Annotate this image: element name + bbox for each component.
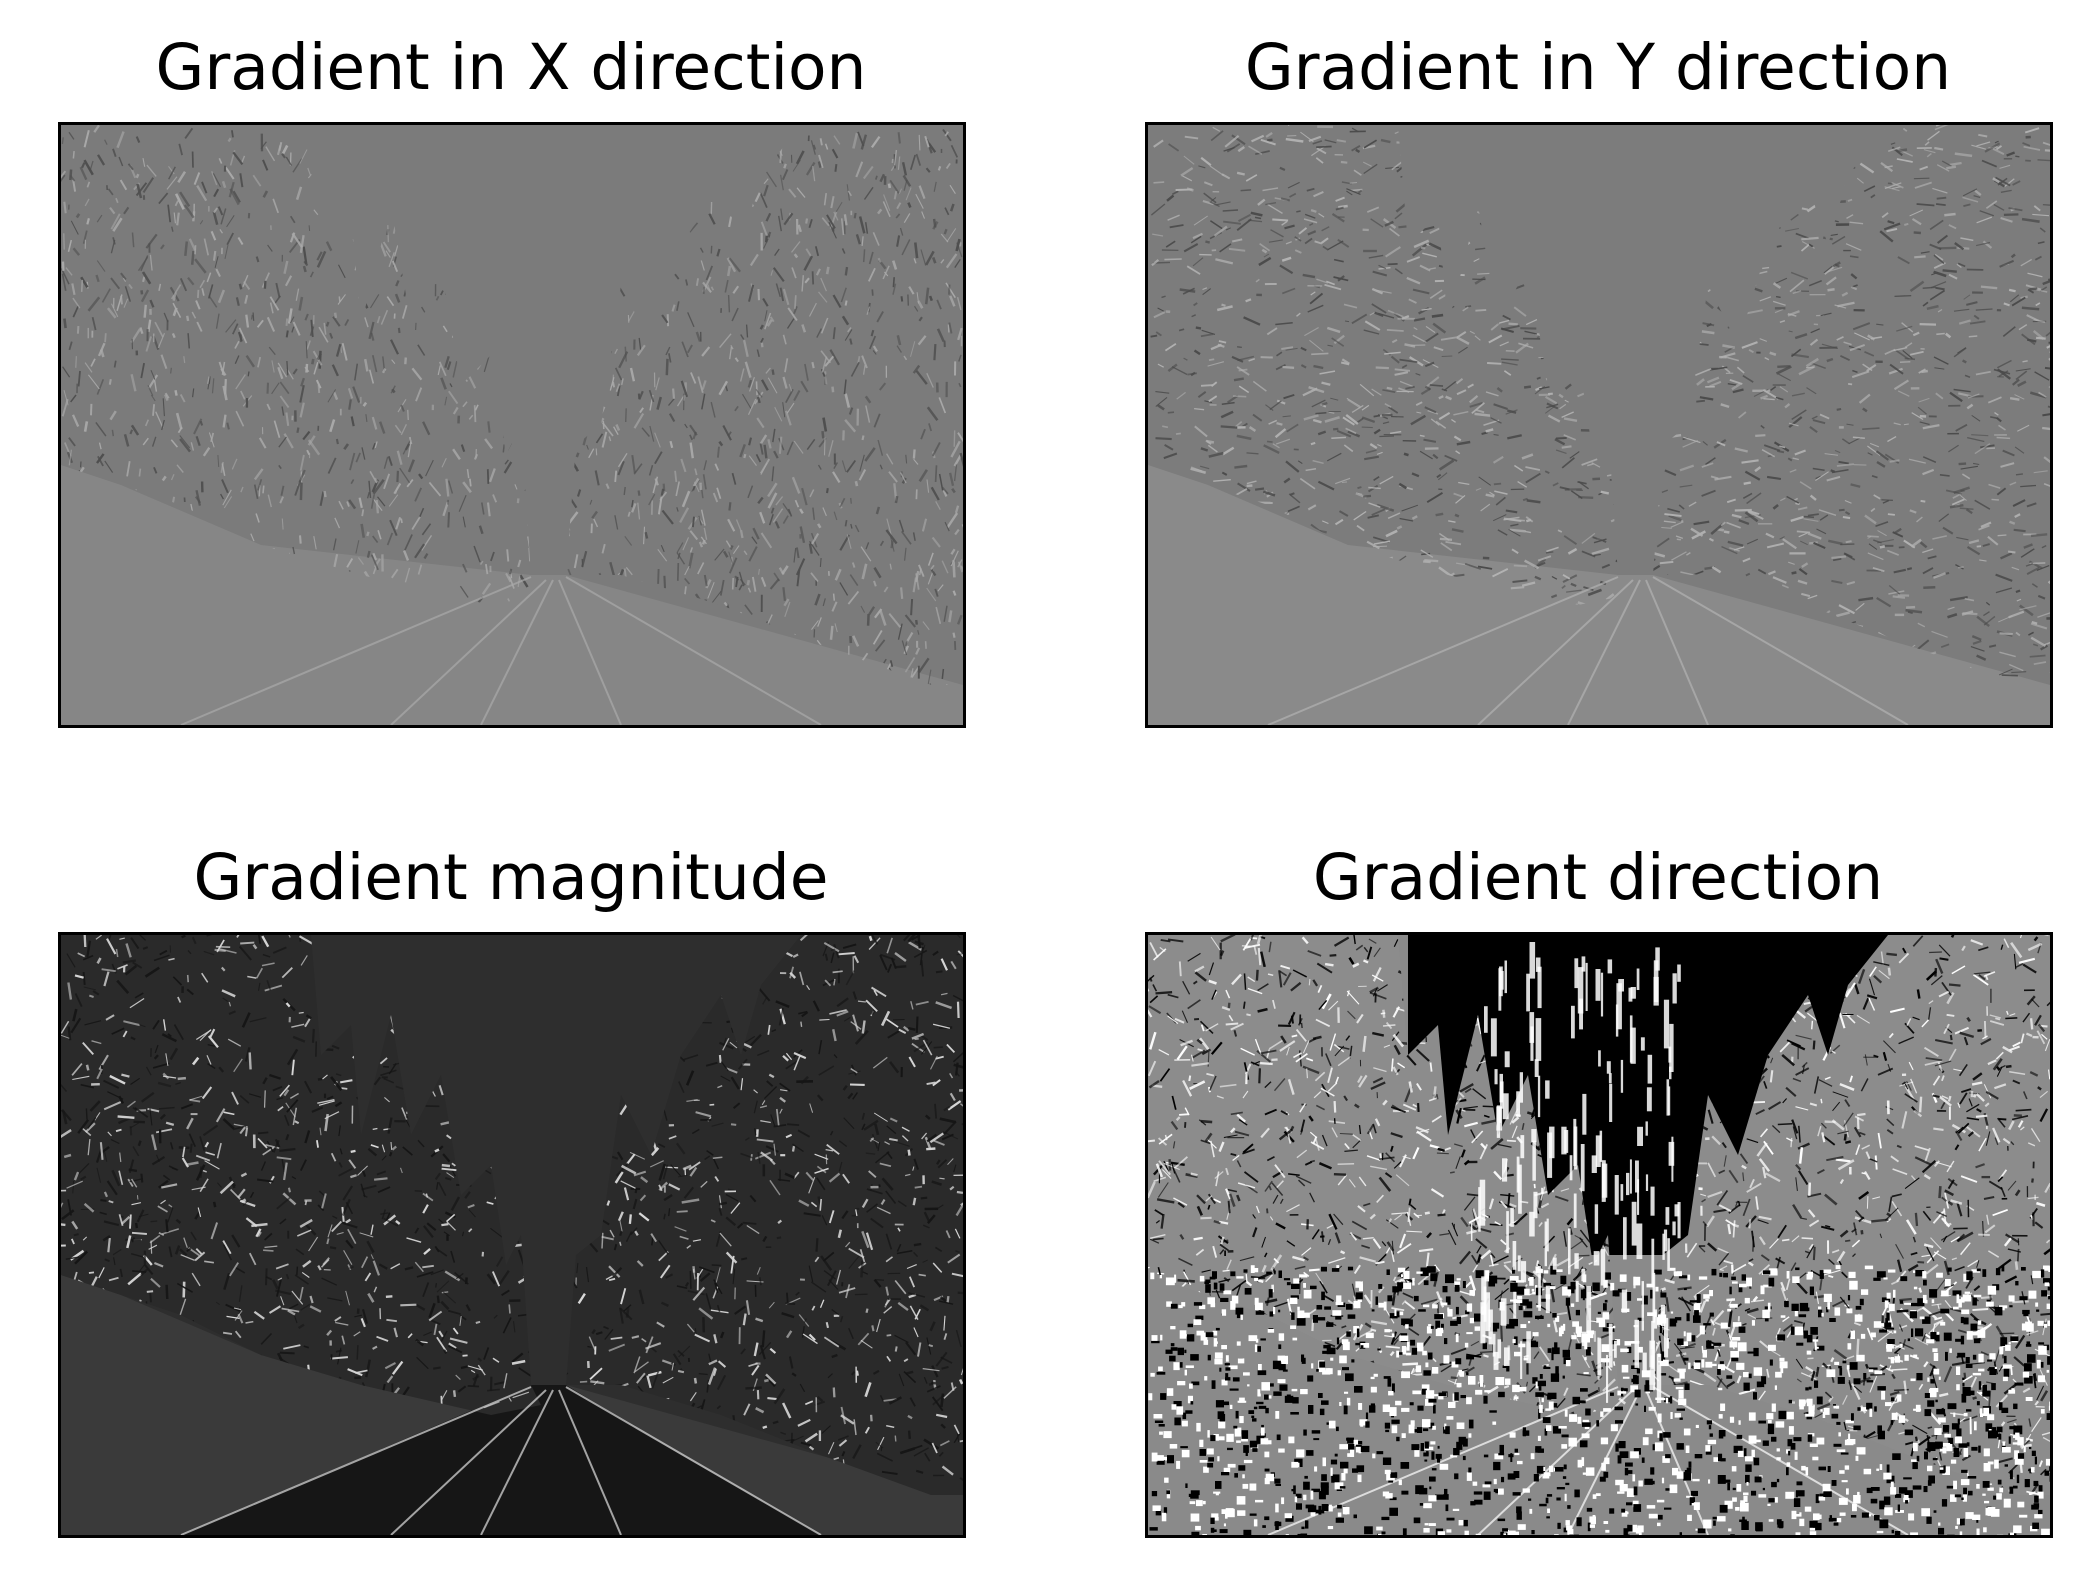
- image-frame: [58, 932, 966, 1538]
- gradient-magnitude-image: [61, 935, 963, 1535]
- panel-title: Gradient in Y direction: [1244, 31, 1952, 104]
- panel-title: Gradient magnitude: [193, 841, 829, 914]
- panel-title: Gradient in X direction: [155, 31, 867, 104]
- image-frame: [1145, 932, 2053, 1538]
- gradient-direction-image: [1148, 935, 2050, 1535]
- gradient-x-image: [61, 125, 963, 725]
- gradient-y-image: [1148, 125, 2050, 725]
- image-frame: [1145, 122, 2053, 728]
- panel-title: Gradient direction: [1312, 841, 1884, 914]
- image-frame: [58, 122, 966, 728]
